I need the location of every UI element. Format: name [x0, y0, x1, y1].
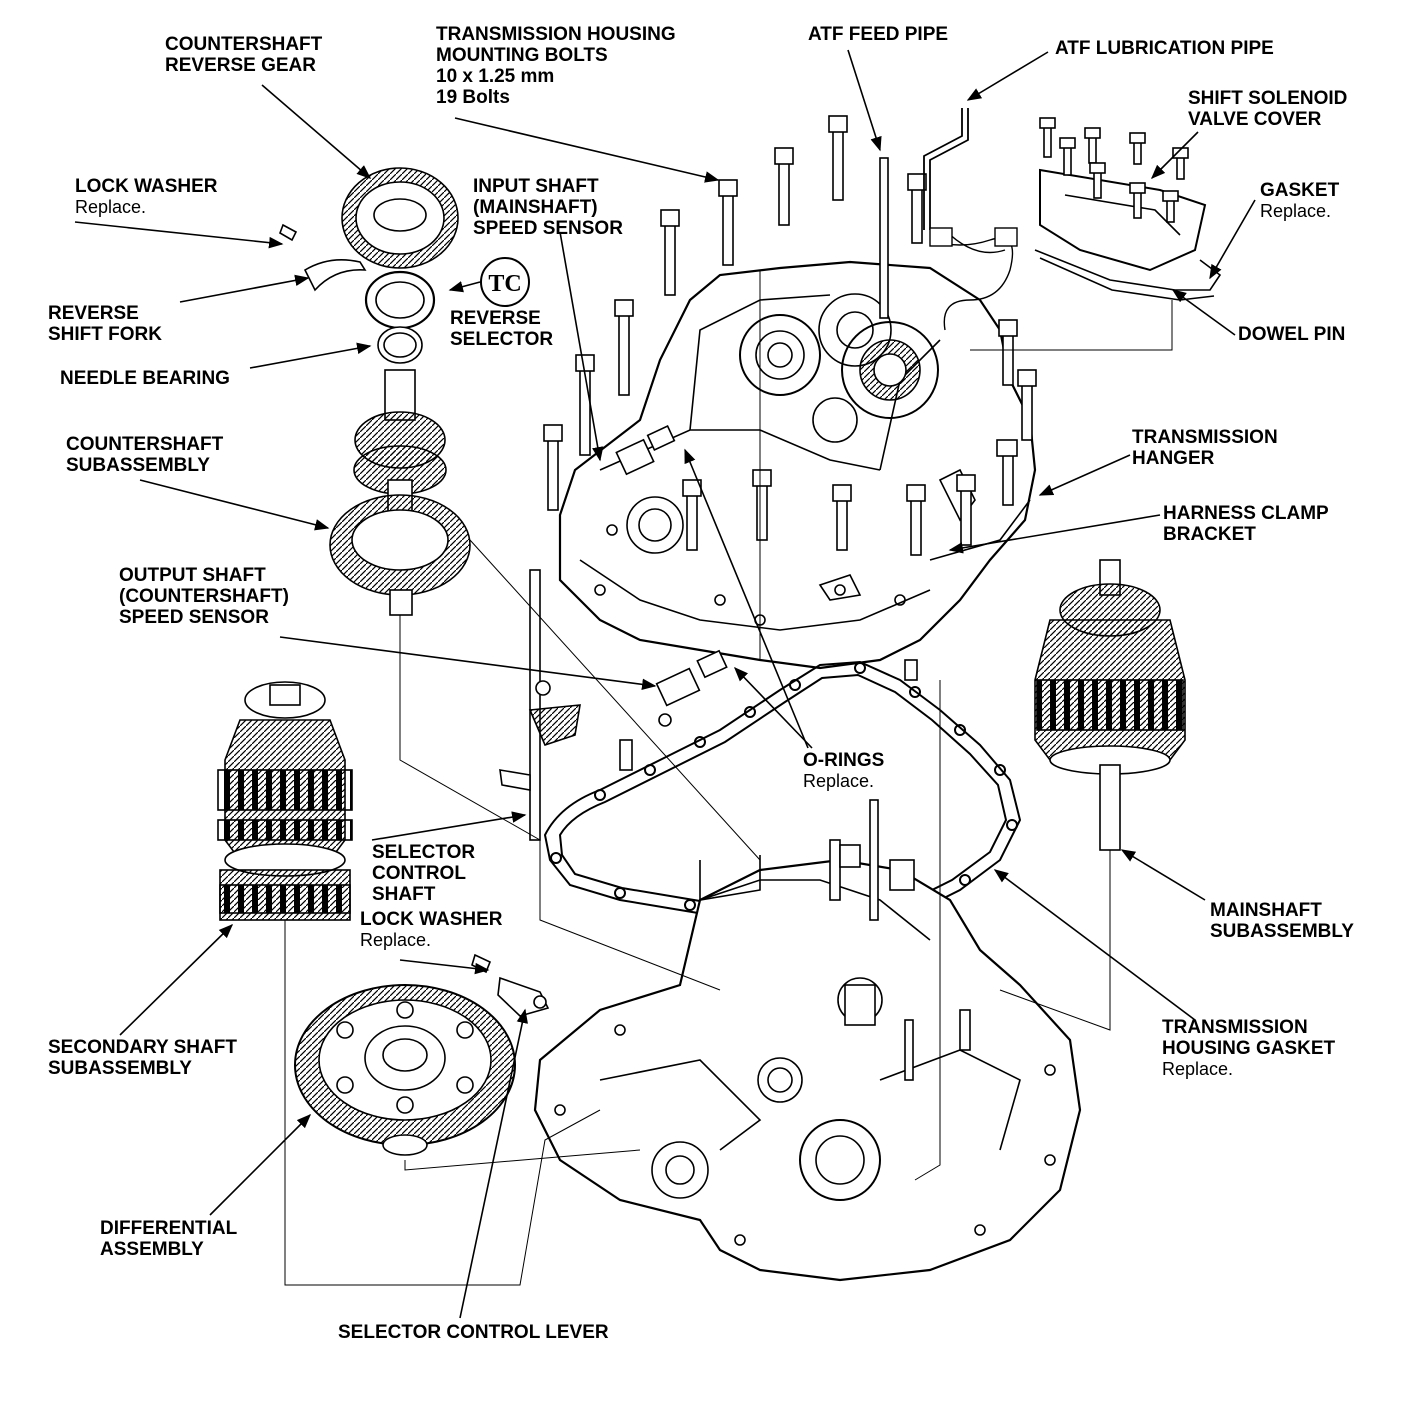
- label-shift-solenoid-valve-cover: SHIFT SOLENOID VALVE COVER: [1188, 88, 1347, 130]
- label-housing-mounting-bolts: TRANSMISSION HOUSING MOUNTING BOLTS 10 x…: [436, 24, 676, 108]
- label-line: SELECTOR CONTROL LEVER: [338, 1322, 609, 1343]
- label-dowel-pin: DOWEL PIN: [1238, 324, 1345, 345]
- label-transmission-hanger: TRANSMISSION HANGER: [1132, 427, 1278, 469]
- label-line: BRACKET: [1163, 524, 1256, 545]
- label-line: TRANSMISSION HOUSING: [436, 24, 676, 45]
- label-line: DIFFERENTIAL: [100, 1218, 238, 1239]
- label-line: REVERSE: [450, 308, 541, 329]
- label-reverse-shift-fork: REVERSE SHIFT FORK: [48, 303, 162, 345]
- label-line: HANGER: [1132, 448, 1215, 469]
- label-transmission-housing-gasket: TRANSMISSION HOUSING GASKET Replace.: [1162, 1017, 1335, 1080]
- label-line: SHIFT FORK: [48, 324, 162, 345]
- label-line: GASKET: [1260, 180, 1340, 201]
- label-line: MAINSHAFT: [1210, 900, 1322, 921]
- wire-harness: [929, 227, 1018, 331]
- label-line: 19 Bolts: [436, 87, 510, 108]
- label-line: SHIFT SOLENOID: [1188, 88, 1348, 109]
- label-line: TRANSMISSION: [1132, 427, 1278, 448]
- label-line: O-RINGS: [803, 750, 885, 771]
- label-atf-feed-pipe: ATF FEED PIPE: [808, 24, 948, 45]
- label-o-rings: O-RINGS Replace.: [803, 750, 884, 792]
- selector-control-lever: [471, 953, 550, 1017]
- label-line: LOCK WASHER: [75, 176, 218, 197]
- label-line: SECONDARY SHAFT: [48, 1037, 237, 1058]
- reverse-selector-symbol: TC: [488, 271, 521, 297]
- label-note: Replace.: [75, 197, 147, 217]
- label-selector-control-shaft: SELECTOR CONTROL SHAFT: [372, 842, 475, 905]
- label-lock-washer-top: LOCK WASHER Replace.: [75, 176, 218, 218]
- label-line: SUBASSEMBLY: [1210, 921, 1354, 942]
- centerlines: [284, 270, 1173, 1286]
- secondary-shaft-subassembly: [217, 681, 353, 921]
- label-secondary-shaft-subassembly: SECONDARY SHAFT SUBASSEMBLY: [48, 1037, 237, 1079]
- label-line: MOUNTING BOLTS: [436, 45, 608, 66]
- label-line: HARNESS CLAMP: [1163, 503, 1329, 524]
- label-line: REVERSE GEAR: [165, 55, 316, 76]
- label-countershaft-subassembly: COUNTERSHAFT SUBASSEMBLY: [66, 434, 223, 476]
- label-line: ATF LUBRICATION PIPE: [1055, 38, 1274, 59]
- label-note: Replace.: [1260, 201, 1332, 221]
- label-line: COUNTERSHAFT: [165, 34, 323, 55]
- label-line: HOUSING GASKET: [1162, 1038, 1336, 1059]
- label-reverse-selector: REVERSE SELECTOR: [450, 308, 553, 350]
- label-mainshaft-subassembly: MAINSHAFT SUBASSEMBLY: [1210, 900, 1354, 942]
- label-note: Replace.: [1162, 1059, 1234, 1079]
- label-line: TRANSMISSION: [1162, 1017, 1308, 1038]
- label-line: INPUT SHAFT: [473, 176, 599, 197]
- label-line: (MAINSHAFT): [473, 197, 598, 218]
- countershaft-reverse-gear: TC: [279, 167, 530, 364]
- label-output-shaft-speed-sensor: OUTPUT SHAFT (COUNTERSHAFT) SPEED SENSOR: [119, 565, 289, 628]
- label-line: SELECTOR: [372, 842, 476, 863]
- label-line: COUNTERSHAFT: [66, 434, 224, 455]
- label-note: Replace.: [360, 930, 432, 950]
- label-line: SUBASSEMBLY: [48, 1058, 192, 1079]
- label-line: VALVE COVER: [1188, 109, 1322, 130]
- label-selector-control-lever: SELECTOR CONTROL LEVER: [338, 1322, 609, 1343]
- label-atf-lubrication-pipe: ATF LUBRICATION PIPE: [1055, 38, 1274, 59]
- label-line: REVERSE: [48, 303, 139, 324]
- label-differential-assembly: DIFFERENTIAL ASSEMBLY: [100, 1218, 237, 1260]
- upper-transmission-housing: [558, 260, 1037, 670]
- label-countershaft-reverse-gear: COUNTERSHAFT REVERSE GEAR: [165, 34, 322, 76]
- countershaft-subassembly: [329, 369, 471, 616]
- speed-sensors: [615, 425, 728, 727]
- label-line: SELECTOR: [450, 329, 554, 350]
- mainshaft-subassembly: [1034, 559, 1186, 851]
- label-note: Replace.: [803, 771, 875, 791]
- label-line: NEEDLE BEARING: [60, 368, 230, 389]
- lower-transmission-housing: [533, 659, 1082, 1282]
- label-harness-clamp-bracket: HARNESS CLAMP BRACKET: [1163, 503, 1329, 545]
- label-line: 10 x 1.25 mm: [436, 66, 555, 87]
- label-line: SHAFT: [372, 884, 436, 905]
- label-line: SUBASSEMBLY: [66, 455, 210, 476]
- shift-solenoid-valve-cover: [1034, 117, 1222, 301]
- label-line: ATF FEED PIPE: [808, 24, 949, 45]
- label-line: (COUNTERSHAFT): [119, 586, 289, 607]
- label-line: LOCK WASHER: [360, 909, 503, 930]
- label-line: DOWEL PIN: [1238, 324, 1346, 345]
- label-lock-washer-bottom: LOCK WASHER Replace.: [360, 909, 503, 951]
- differential-assembly: [294, 984, 516, 1156]
- label-line: CONTROL: [372, 863, 466, 884]
- label-line: SPEED SENSOR: [473, 218, 623, 239]
- atf-lubrication-pipe: [923, 108, 969, 230]
- label-line: SPEED SENSOR: [119, 607, 269, 628]
- label-line: ASSEMBLY: [100, 1239, 204, 1260]
- label-needle-bearing: NEEDLE BEARING: [60, 368, 230, 389]
- label-line: OUTPUT SHAFT: [119, 565, 266, 586]
- leader-lines: [74, 49, 1256, 1319]
- label-input-shaft-speed-sensor: INPUT SHAFT (MAINSHAFT) SPEED SENSOR: [473, 176, 623, 239]
- selector-control-shaft: [499, 569, 581, 841]
- label-gasket-top: GASKET Replace.: [1260, 180, 1339, 222]
